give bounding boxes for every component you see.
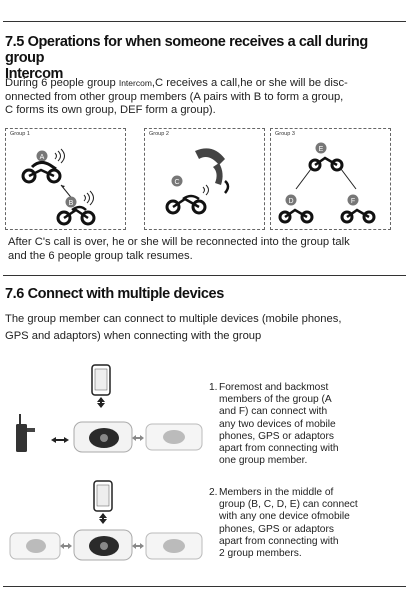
rider-f-letter: F (351, 198, 355, 205)
item2-line: group (B, C, D, E) can connect (219, 499, 358, 511)
after-line-2: and the 6 people group talk resumes. (8, 249, 193, 262)
mid-rule (3, 275, 406, 276)
headset-device-icon-5 (145, 532, 203, 560)
item2-line: 2 group members. (219, 548, 302, 560)
section-7-5-after: After C's call is over, he or she will b… (8, 236, 406, 263)
connection-arrow-ef (340, 168, 357, 190)
group-3-panel: Group 3 E D F (270, 128, 391, 230)
rider-b-icon: B (56, 190, 96, 226)
s76-intro-line-1: The group member can connect to multiple… (5, 313, 342, 325)
section-7-5-heading: 7.5 Operations for when someone receives… (5, 34, 405, 82)
item2-line: apart from connecting with (219, 535, 339, 547)
headset-device-icon-2 (145, 423, 203, 451)
walkie-talkie-icon (16, 414, 35, 452)
item1-line: phones, GPS or adaptors (219, 430, 334, 442)
rider-b-letter: B (69, 200, 74, 207)
group-2-panel: Group 2 C (144, 128, 265, 230)
rider-e-icon: E (308, 142, 344, 172)
device-list-item-1: 1. Foremost and backmost members of the … (209, 382, 377, 467)
item1-line: members of the group (A (219, 394, 332, 406)
item1-line: Foremost and backmost (219, 382, 329, 393)
list-num-1: 1. (209, 382, 218, 393)
phone-handset-icon (195, 148, 230, 194)
s76-intro-line-2: GPS and adaptors) when connecting with t… (5, 330, 262, 342)
rider-f-icon: F (340, 194, 376, 224)
section-7-6-heading: 7.6 Connect with multiple devices (5, 286, 224, 302)
rider-a-letter: A (40, 154, 45, 161)
rider-c-icon: C (165, 175, 209, 215)
intro-line-3: C forms its own group, DEF form a group)… (5, 104, 216, 116)
rider-d-letter: D (288, 198, 293, 205)
rider-e-letter: E (319, 146, 324, 153)
section-7-6-intro: The group member can connect to multiple… (5, 311, 405, 345)
group-3-label: Group 3 (275, 131, 295, 137)
rider-d-icon: D (278, 194, 314, 224)
intro-text: During 6 people group (5, 77, 119, 89)
item1-line: one group member. (219, 455, 308, 467)
group-2-label: Group 2 (149, 131, 169, 137)
top-rule (3, 21, 406, 22)
item1-line: any two devices of mobile (219, 418, 336, 430)
item2-line: phones, GPS or adaptors (219, 523, 334, 535)
headset-device-icon-3 (9, 532, 61, 560)
multi-device-illustration-2 (9, 480, 203, 561)
group-1-label: Group 1 (10, 131, 30, 137)
item1-line: and F) can connect with (219, 406, 328, 418)
item1-line: apart from connecting with (219, 443, 339, 455)
headset-device-icon-4 (73, 529, 133, 561)
group-1-panel: Group 1 A B (5, 128, 126, 230)
intro-text-cont: ,C receives a call,he or she will be dis… (151, 77, 348, 89)
intro-line-2: onnected from other group members (A pai… (5, 90, 344, 103)
heading-line-1: 7.5 Operations for when someone receives… (5, 34, 368, 66)
intro-line-1: During 6 people group Intercom,C receive… (5, 77, 407, 91)
rider-c-letter: C (174, 179, 179, 186)
list-num-2: 2. (209, 487, 218, 498)
intro-intercom-word: Intercom (118, 78, 152, 88)
after-line-1: After C's call is over, he or she will b… (8, 236, 350, 248)
device-list-item-2: 2. Members in the middle of group (B, C,… (209, 487, 377, 560)
bottom-rule (3, 586, 406, 587)
section-7-5-intro: During 6 people group Intercom,C receive… (5, 77, 407, 118)
multi-device-illustration-1 (16, 364, 203, 453)
heading-line-2: Intercom (5, 66, 64, 82)
rider-a-icon: A (21, 148, 65, 184)
item2-line: with any one device ofmobile (219, 511, 350, 523)
headset-device-icon (73, 421, 133, 453)
connection-arrow-ed (295, 168, 312, 190)
item2-line: Members in the middle of (219, 487, 334, 498)
